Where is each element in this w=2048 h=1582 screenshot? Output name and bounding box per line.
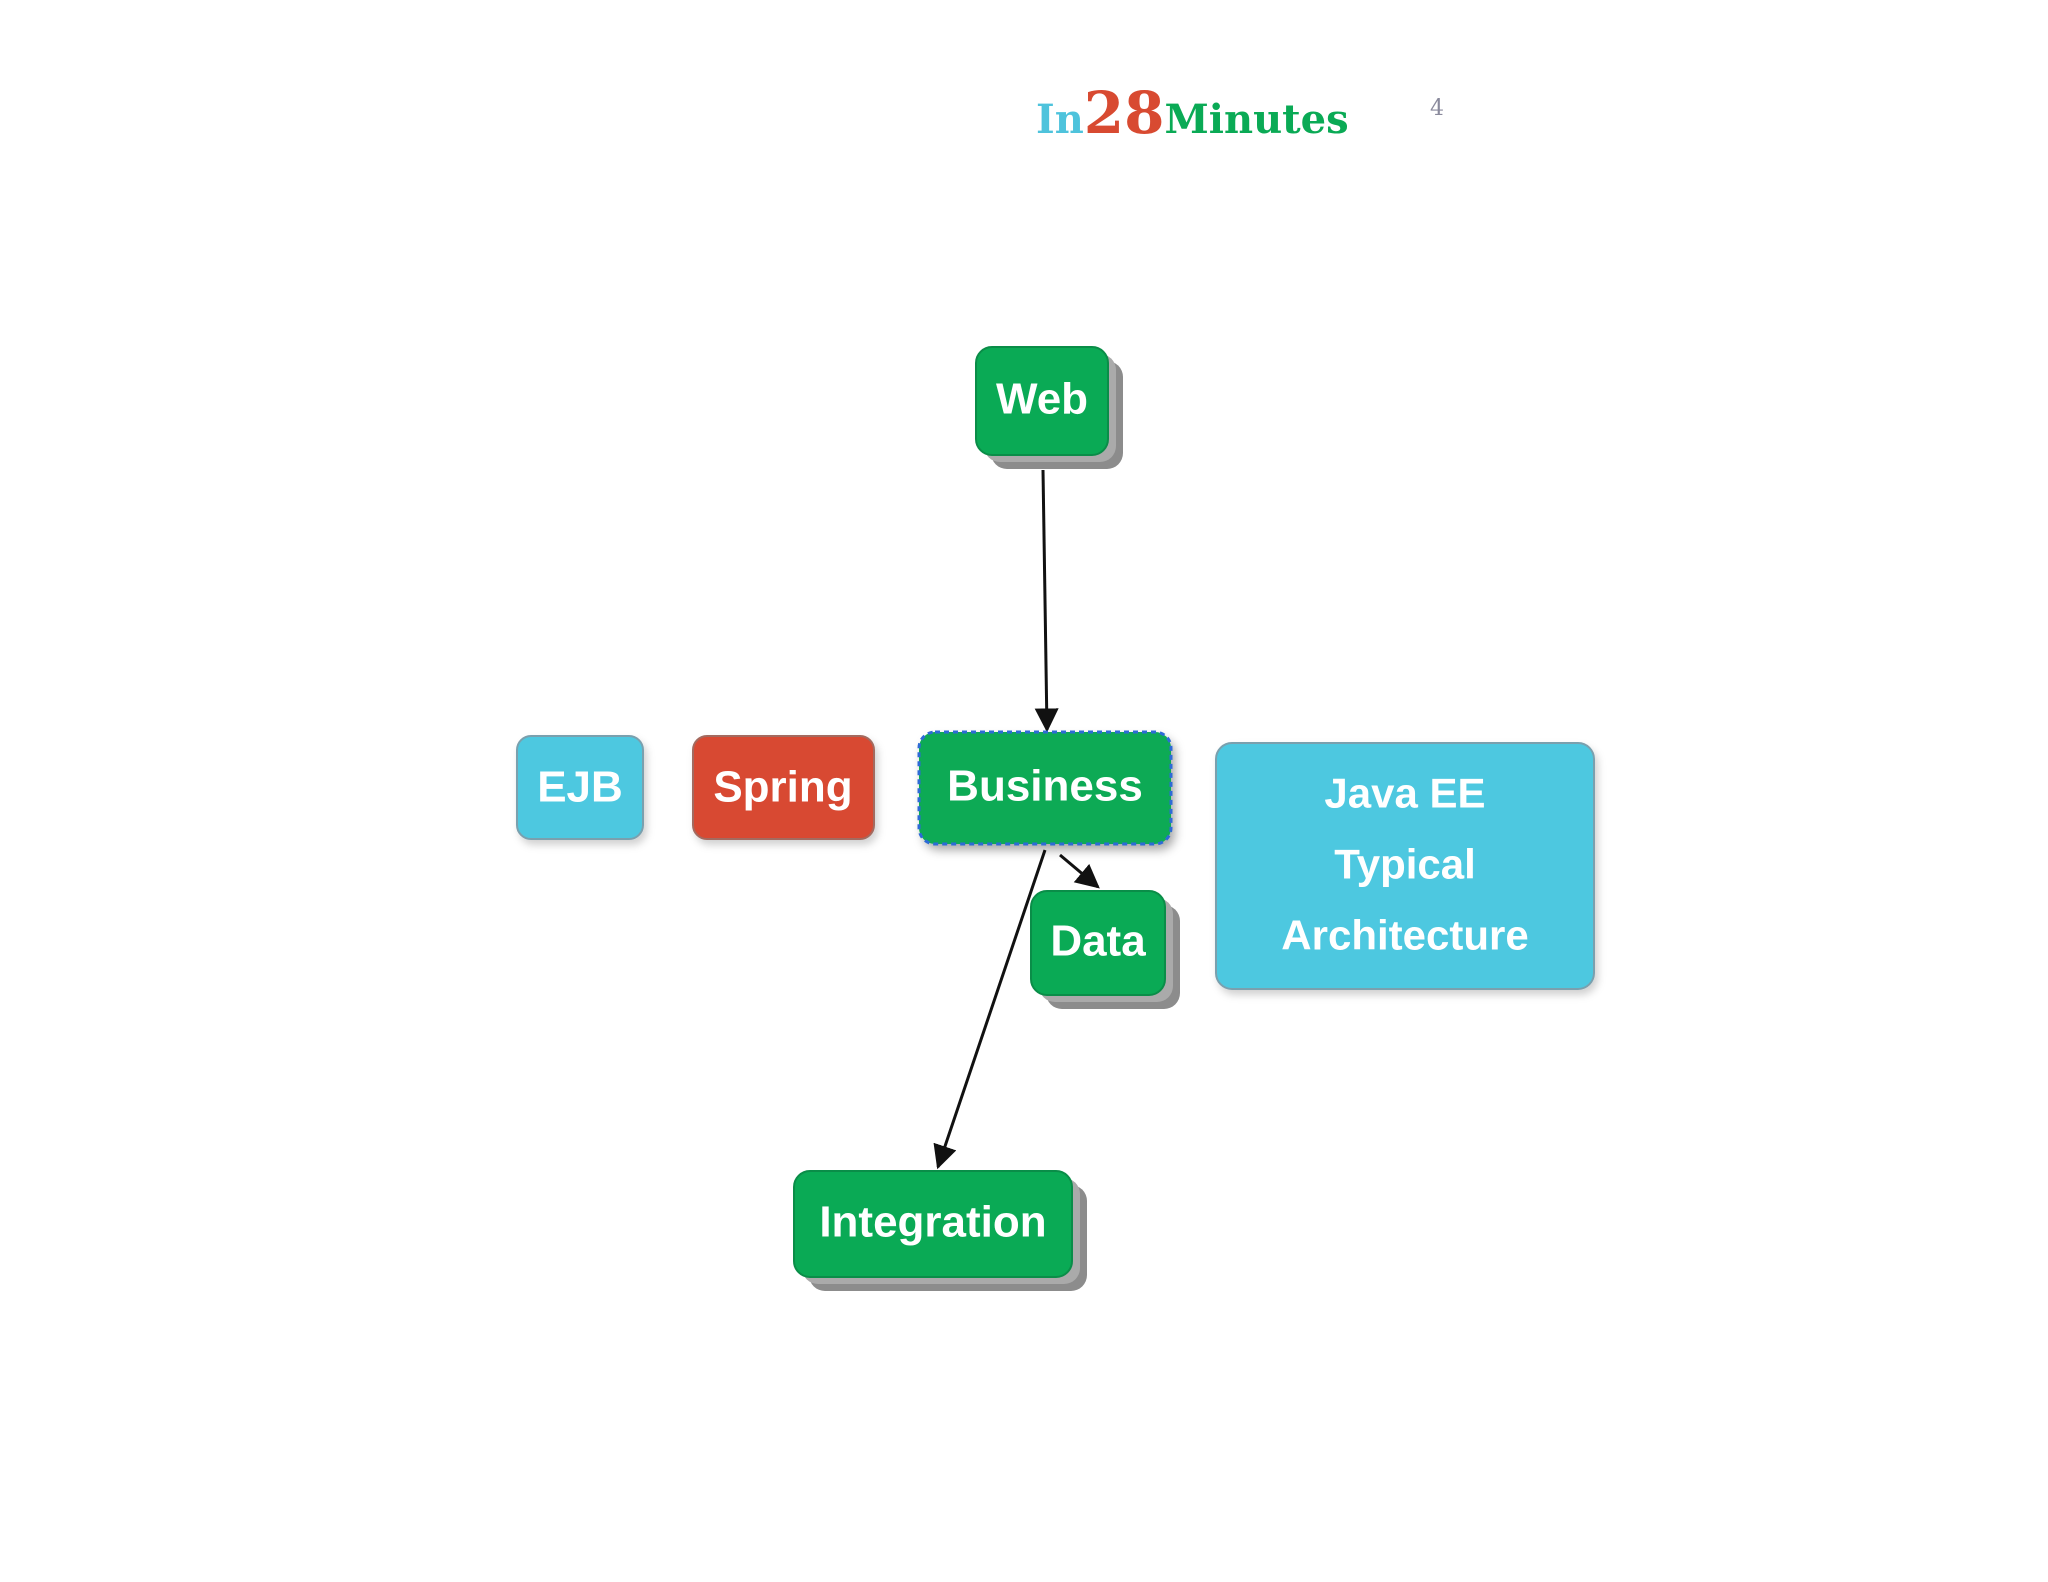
page-number: 4 bbox=[1430, 96, 1444, 121]
edge-web-to-business bbox=[1034, 469, 1059, 733]
edge-business-to-data bbox=[1059, 853, 1100, 889]
node-web-label: Web bbox=[996, 375, 1088, 424]
edge-business-to-integration bbox=[933, 849, 1047, 1170]
node-business[interactable]: Business bbox=[917, 730, 1173, 846]
java-ee-title-line-2: Typical bbox=[1334, 841, 1476, 888]
java-ee-title-line-3: Architecture bbox=[1281, 912, 1528, 959]
in28minutes-logo: In28Minutes bbox=[1036, 84, 1349, 154]
node-business-label: Business bbox=[947, 762, 1143, 811]
node-data[interactable]: Data bbox=[1030, 890, 1180, 1009]
logo-text-28: 28 bbox=[1083, 79, 1165, 147]
node-integration-label: Integration bbox=[819, 1198, 1046, 1247]
node-spring-label: Spring bbox=[713, 763, 852, 812]
java-ee-typical-architecture-box: Java EE Typical Architecture bbox=[1215, 742, 1595, 990]
node-web[interactable]: Web bbox=[975, 346, 1123, 469]
java-ee-title-line-1: Java EE bbox=[1324, 770, 1485, 817]
node-ejb[interactable]: EJB bbox=[516, 735, 644, 840]
logo-text-in: In bbox=[1036, 96, 1084, 143]
node-data-label: Data bbox=[1050, 917, 1146, 966]
logo-text-minutes: Minutes bbox=[1164, 96, 1349, 143]
node-integration[interactable]: Integration bbox=[793, 1170, 1087, 1291]
node-ejb-label: EJB bbox=[537, 763, 623, 812]
node-spring[interactable]: Spring bbox=[692, 735, 875, 840]
